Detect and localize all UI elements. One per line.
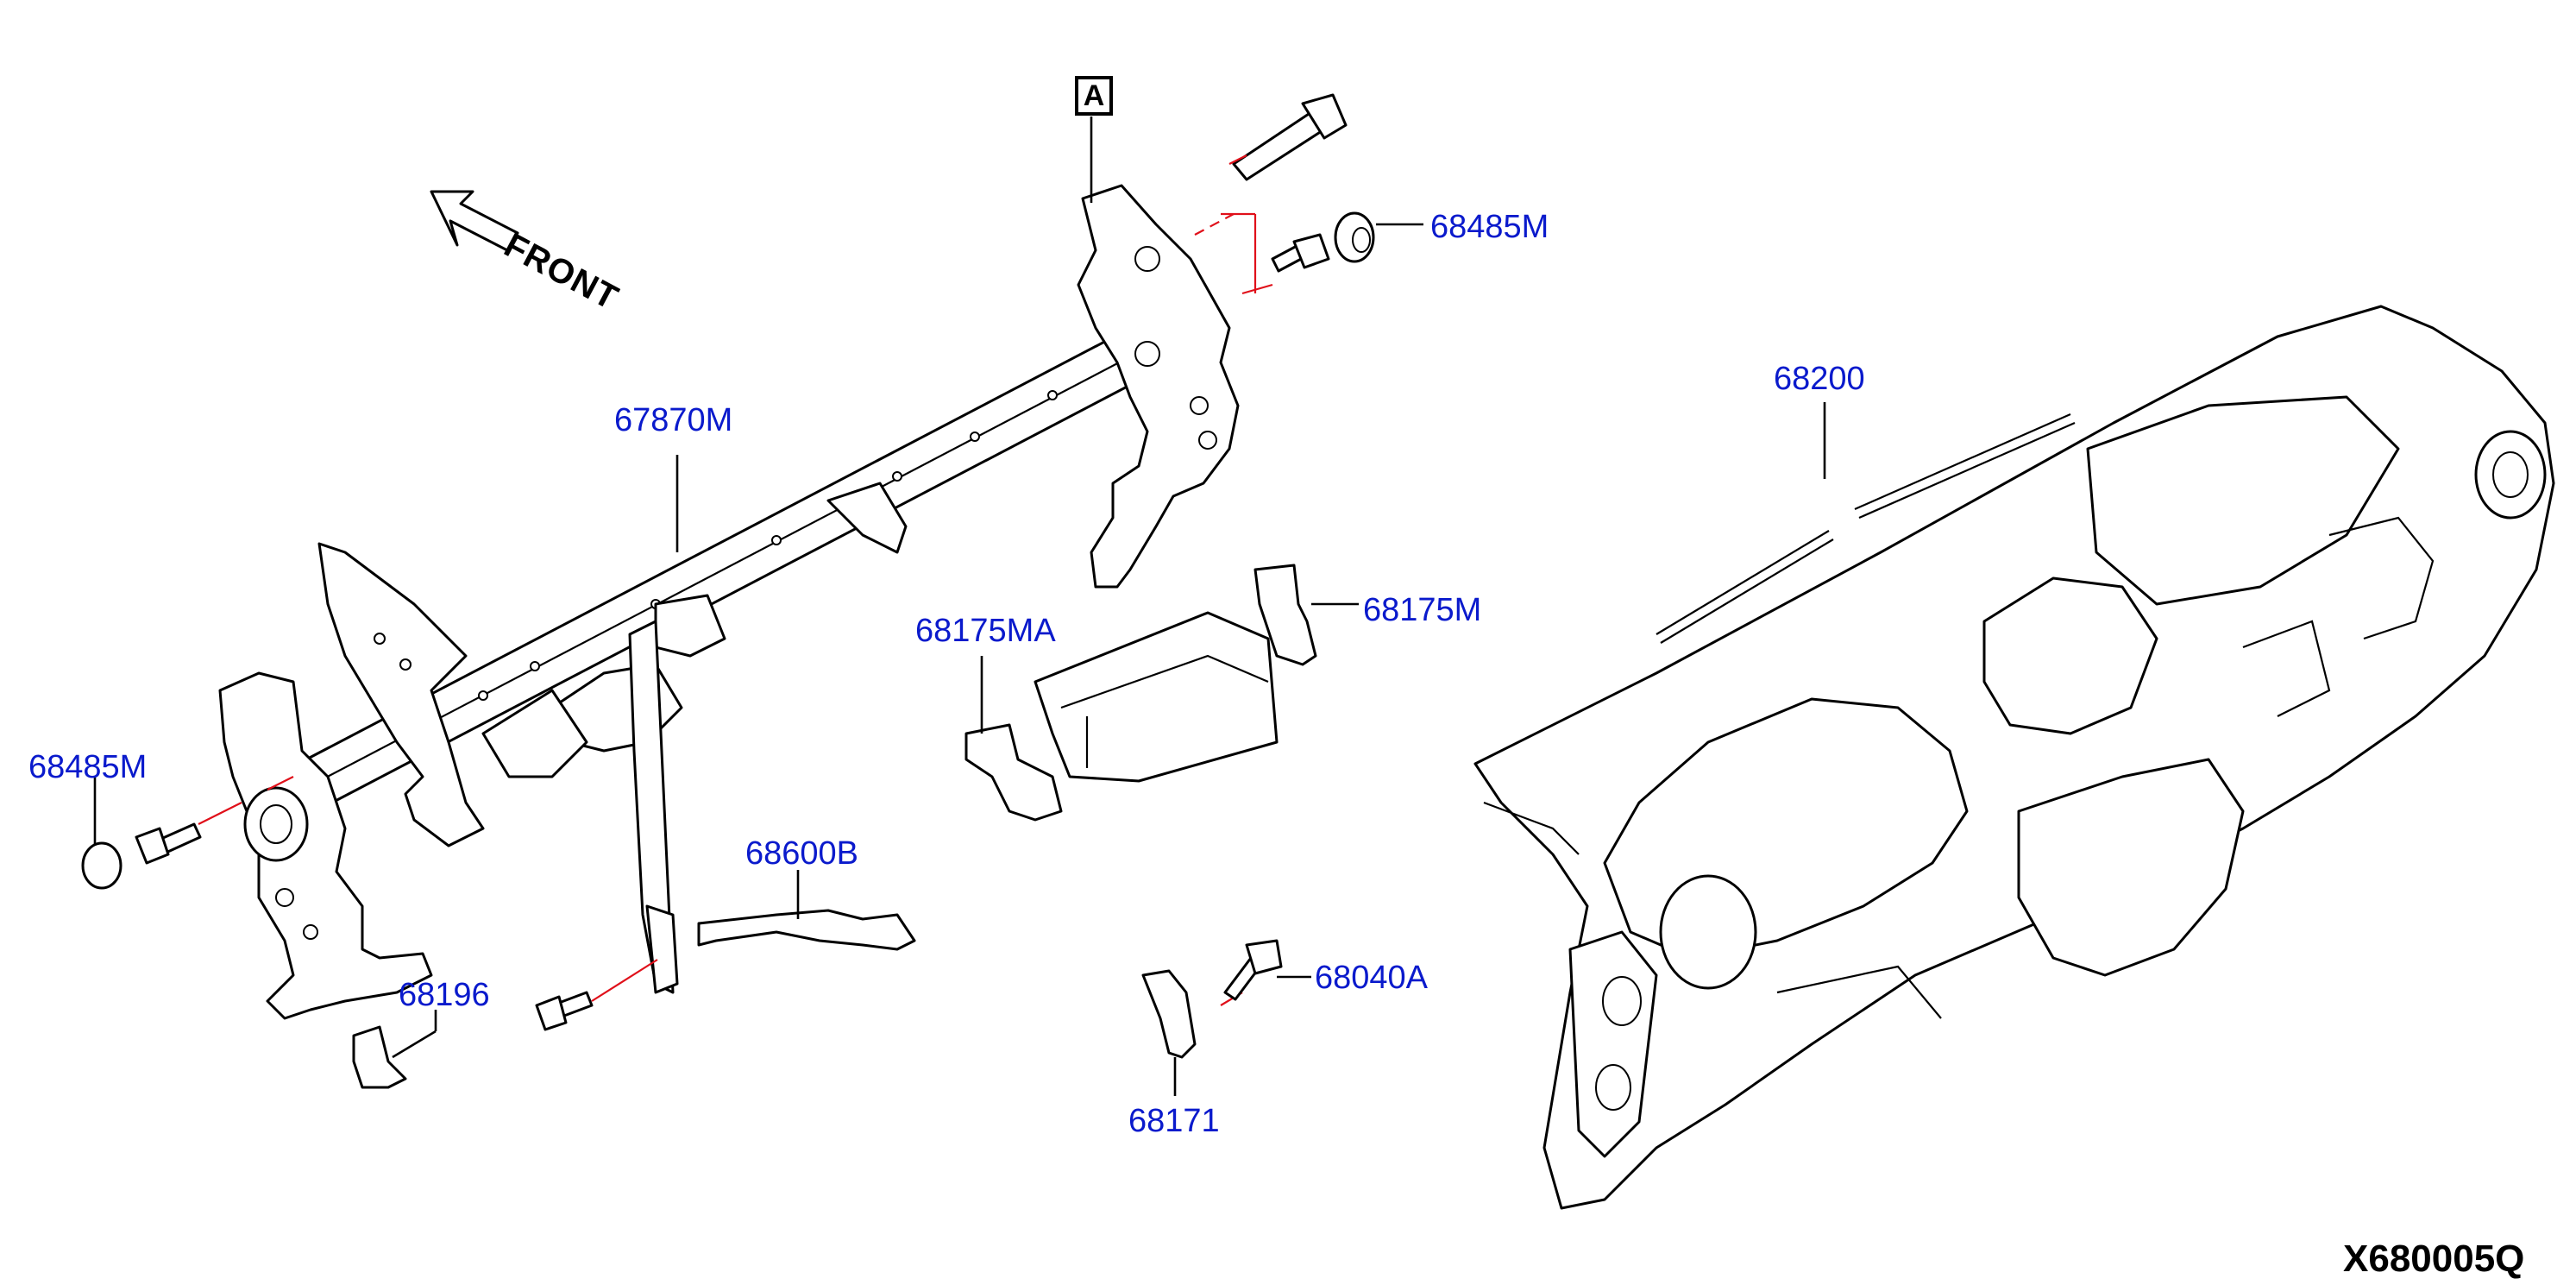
part-label-67870M: 67870M — [614, 402, 733, 438]
bracket-68171 — [1141, 969, 1197, 1059]
instrument-panel-68200 — [1473, 305, 2555, 1210]
part-label-68175MA: 68175MA — [915, 613, 1056, 649]
bolt-68040A-icon — [1223, 939, 1283, 1001]
diagram-code: X680005Q — [2343, 1238, 2525, 1280]
part-label-68171: 68171 — [1128, 1103, 1220, 1139]
bracket-68175M — [1253, 564, 1317, 666]
reference-box: A — [1075, 76, 1113, 116]
bolt-icon — [81, 93, 1375, 1031]
part-label-68040A: 68040A — [1315, 960, 1429, 996]
leader-lines — [93, 117, 1826, 1096]
bracket-68175MA — [964, 723, 1063, 822]
part-label-68175M: 68175M — [1363, 592, 1482, 628]
part-label-68200: 68200 — [1774, 361, 1865, 397]
front-arrow-icon — [430, 190, 519, 252]
steering-member-67870M — [218, 184, 1240, 1020]
part-label-68485M-top: 68485M — [1430, 209, 1549, 245]
part-label-68485M-left: 68485M — [28, 749, 148, 785]
passenger-airbag-module — [1034, 611, 1279, 783]
part-label-68196: 68196 — [399, 977, 490, 1013]
part-label-68600B: 68600B — [745, 835, 859, 872]
bracket-68600B — [697, 909, 916, 951]
bracket-68196 — [352, 1025, 407, 1089]
fastener-path-lines — [198, 154, 1273, 1006]
